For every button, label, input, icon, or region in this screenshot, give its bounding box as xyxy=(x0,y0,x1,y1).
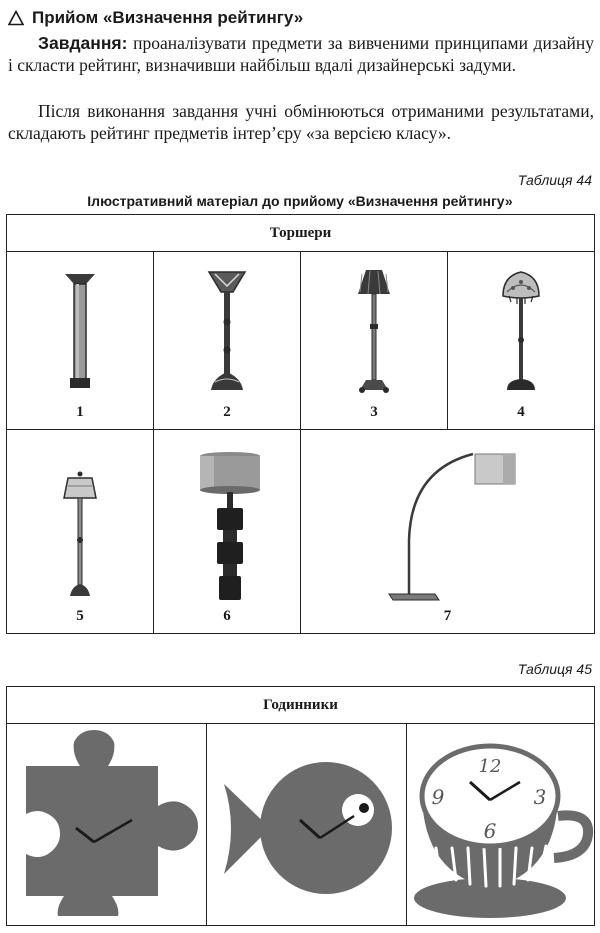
lamp-cell-2: 2 xyxy=(153,251,301,430)
lamp-cell-5: 5 xyxy=(6,429,154,634)
dial-number-3: 3 xyxy=(533,785,546,809)
floor-lamps-header: Торшери xyxy=(5,214,596,252)
table-45-caption: Таблиця 45 xyxy=(517,661,592,677)
clocks-table: Годинники xyxy=(6,686,595,926)
dial-number-12: 12 xyxy=(478,756,501,777)
item-number: 1 xyxy=(76,404,84,420)
section-heading: Прийом «Визначення рейтингу» xyxy=(8,6,303,30)
lamp-cell-1: 1 xyxy=(6,251,154,430)
table-44-caption: Таблиця 44 xyxy=(517,172,592,188)
item-number: 3 xyxy=(370,404,378,420)
clock-cell-2 xyxy=(206,723,407,926)
ornate-torchiere-lamp-icon xyxy=(207,271,247,390)
task-label: Завдання: xyxy=(38,33,128,53)
modern-block-floor-lamp-icon xyxy=(200,452,260,600)
item-number: 5 xyxy=(76,608,84,624)
item-number: 6 xyxy=(223,608,231,624)
triangle-icon xyxy=(8,10,24,26)
item-number: 7 xyxy=(443,608,452,624)
dial-number-9: 9 xyxy=(431,785,444,809)
floor-lamps-table: Торшери 1 xyxy=(5,214,596,634)
puzzle-clock-icon xyxy=(25,730,198,916)
item-number: 4 xyxy=(517,404,525,420)
clocks-header: Годинники xyxy=(6,686,595,724)
followup-paragraph: Після виконання завдання учні обмінюютьс… xyxy=(8,100,594,144)
lamp-cell-6: 6 xyxy=(153,429,301,634)
table-44-title: Ілюстративний матеріал до прийому «Визна… xyxy=(87,193,513,209)
task-paragraph: Завдання: проаналізувати предмети за вив… xyxy=(8,32,594,76)
lamp-cell-7: 7 xyxy=(299,429,596,634)
clock-cell-1 xyxy=(6,723,207,926)
section-title: Прийом «Визначення рейтингу» xyxy=(32,8,304,27)
followup-text: Після виконання завдання учні обмінюютьс… xyxy=(8,101,594,143)
task-text: проаналізувати предмети за вивченими при… xyxy=(8,33,594,75)
fish-clock-icon xyxy=(223,762,392,894)
pleated-shade-floor-lamp-icon xyxy=(358,270,390,393)
item-number: 2 xyxy=(223,404,231,420)
lamp-cell-4: 4 xyxy=(446,251,596,430)
drum-shade-floor-lamp-icon xyxy=(63,471,97,596)
clock-cell-3: 12 9 3 6 xyxy=(406,723,595,926)
dial-number-6: 6 xyxy=(483,819,496,843)
arc-floor-lamp-icon xyxy=(387,452,516,601)
tiffany-floor-lamp-icon xyxy=(502,271,540,390)
torchiere-lamp-icon xyxy=(65,274,95,388)
teacup-clock-icon: 12 9 3 6 xyxy=(413,743,593,918)
lamp-cell-3: 3 xyxy=(300,251,448,430)
